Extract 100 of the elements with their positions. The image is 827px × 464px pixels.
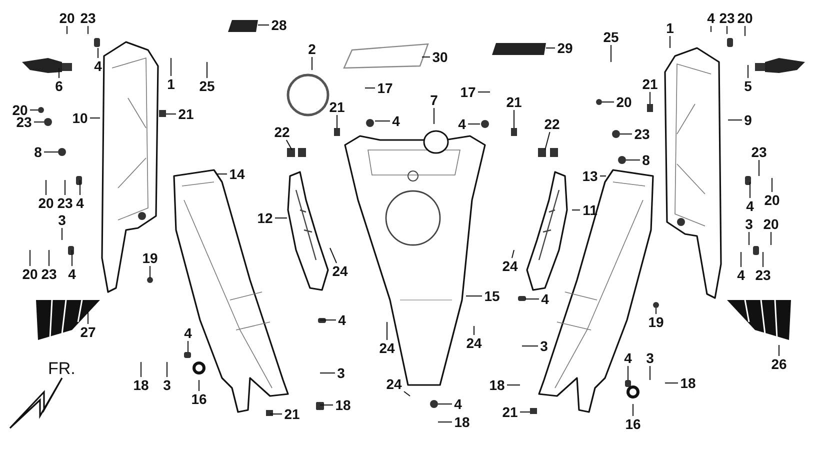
callout-number: 21	[501, 404, 519, 420]
callout-number: 21	[641, 76, 659, 92]
callout-number: 18	[679, 375, 697, 391]
callout-number: 23	[750, 144, 768, 160]
callout-number: 30	[431, 49, 449, 65]
leader-line	[404, 391, 410, 396]
leader-line	[506, 384, 520, 386]
callout-number: 4	[706, 10, 716, 26]
callout-number: 9	[743, 112, 753, 128]
callout-number: 3	[744, 216, 754, 232]
callout-number: 3	[645, 350, 655, 366]
callout-number: 21	[283, 406, 301, 422]
leader-line	[286, 140, 292, 150]
callout-number: 4	[93, 58, 103, 74]
callout-number: 23	[79, 10, 97, 26]
leader-line	[320, 372, 336, 374]
callout-number: 27	[79, 324, 97, 340]
callout-number: 7	[429, 92, 439, 108]
leader-line	[64, 180, 66, 196]
callout-number: 23	[56, 195, 74, 211]
callout-number: 20	[21, 266, 39, 282]
callout-number: 4	[337, 312, 347, 328]
callout-number: 14	[228, 166, 246, 182]
callout-number: 3	[162, 377, 172, 393]
leader-line	[336, 114, 338, 128]
callout-number: 5	[743, 78, 753, 94]
callout-number: 22	[273, 124, 291, 140]
callout-number: 4	[736, 267, 746, 283]
callout-number: 18	[488, 377, 506, 393]
callout-number: 23	[633, 126, 651, 142]
callout-number: 24	[331, 263, 349, 279]
callout-number: 11	[582, 202, 598, 218]
callout-number: 12	[256, 210, 274, 226]
callout-number: 17	[376, 80, 394, 96]
callout-number: 20	[37, 195, 55, 211]
leader-line	[744, 26, 746, 36]
callout-number: 19	[647, 314, 665, 330]
callout-number: 17	[459, 84, 477, 100]
leader-line	[610, 44, 612, 62]
callout-number: 3	[539, 338, 549, 354]
callout-number: 3	[57, 212, 67, 228]
leader-line	[198, 380, 200, 392]
callout-number: 23	[40, 266, 58, 282]
callout-number: 8	[33, 144, 43, 160]
callout-number: 25	[602, 29, 620, 45]
callout-number: 4	[623, 350, 633, 366]
callout-number: 24	[465, 335, 483, 351]
leader-line	[524, 298, 540, 300]
callout-number: 4	[75, 195, 85, 211]
leader-line	[778, 344, 780, 356]
callout-number: 21	[328, 99, 346, 115]
leader-line	[48, 250, 50, 266]
leader-line	[762, 252, 764, 268]
callout-number: 24	[385, 376, 403, 392]
callout-number: 28	[270, 17, 288, 33]
callout-number: 20	[762, 216, 780, 232]
callout-number: 20	[615, 94, 633, 110]
leader-line	[632, 404, 634, 416]
leader-line	[740, 252, 742, 268]
callout-number: 4	[391, 113, 401, 129]
leader-line	[726, 26, 728, 34]
callout-number: 22	[543, 116, 561, 132]
callout-number: 26	[770, 356, 788, 372]
callout-number: 23	[718, 10, 736, 26]
leader-line	[206, 62, 208, 78]
leader-line	[422, 56, 430, 58]
callout-number: 10	[71, 110, 89, 126]
callout-number: 16	[624, 416, 642, 432]
callout-number: 19	[141, 250, 159, 266]
leader-line	[710, 26, 712, 32]
leader-line	[758, 160, 760, 176]
callout-number: 15	[483, 288, 501, 304]
leader-line	[66, 26, 68, 34]
callout-number: 4	[457, 116, 467, 132]
leader-line	[170, 58, 172, 76]
leader-line	[512, 250, 514, 258]
leader-line	[664, 382, 678, 384]
callout-number: 20	[58, 10, 76, 26]
leader-line	[544, 132, 550, 150]
callout-number: 13	[581, 168, 599, 184]
leader-line	[770, 232, 772, 246]
callout-number: 21	[505, 94, 523, 110]
front-direction-label: FR.	[48, 360, 76, 378]
callout-number: 23	[754, 267, 772, 283]
callout-number: 24	[501, 258, 519, 274]
leader-line	[330, 248, 337, 264]
callout-number: 24	[378, 340, 396, 356]
leader-line	[166, 362, 168, 378]
leader-line	[374, 120, 390, 122]
callout-number: 8	[641, 152, 651, 168]
callout-number: 1	[166, 76, 176, 92]
callout-number: 3	[336, 365, 346, 381]
callout-number: 18	[132, 377, 150, 393]
callout-number: 29	[556, 40, 574, 56]
callout-number: 1	[665, 20, 675, 36]
callout-number: 4	[183, 325, 193, 341]
callout-number: 4	[745, 198, 755, 214]
callout-number: 25	[198, 78, 216, 94]
callout-number: 18	[453, 414, 471, 430]
leader-line	[748, 232, 750, 246]
